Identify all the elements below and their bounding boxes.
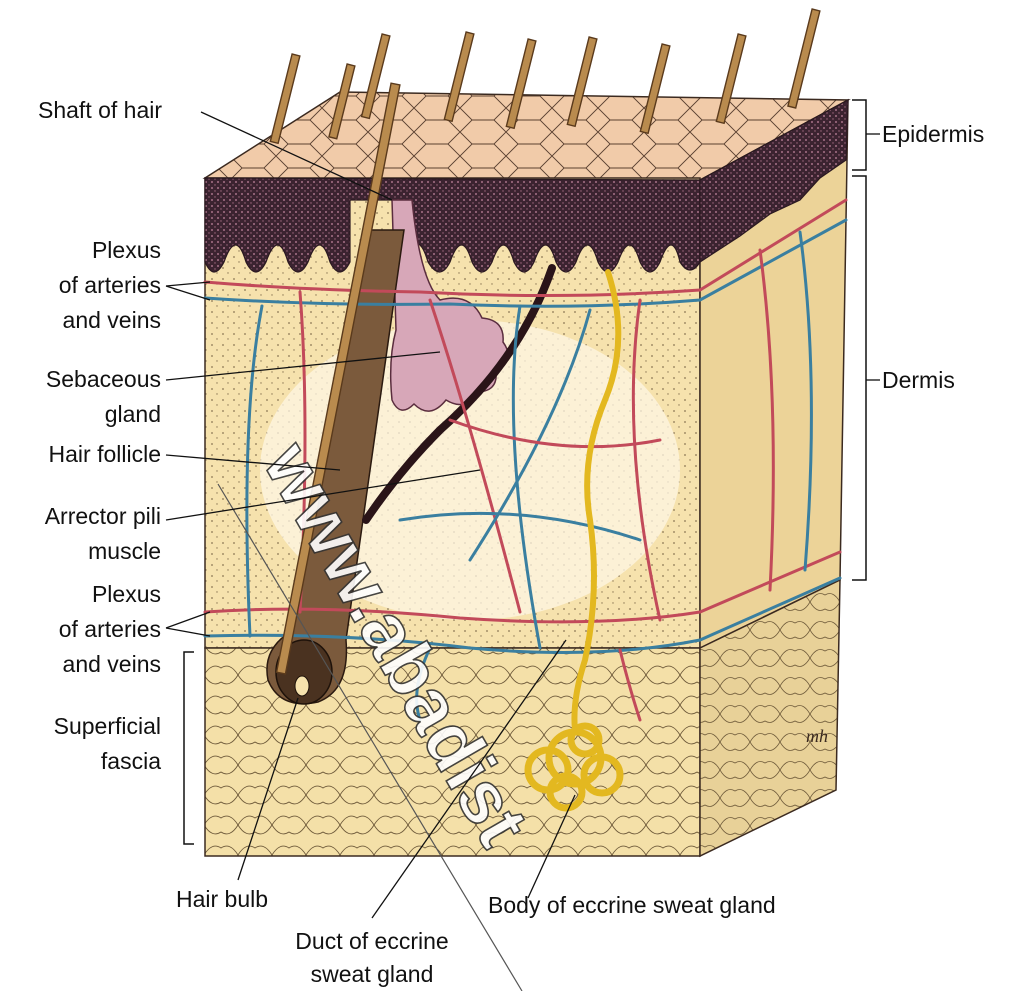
label-duct-eccrine-1: Duct of eccrine [295, 928, 448, 954]
label-shaft-of-hair: Shaft of hair [38, 97, 162, 123]
label-plexus-lower-3: and veins [63, 651, 161, 677]
epidermis-bracket [852, 100, 866, 170]
skin-block: mh [205, 9, 848, 856]
label-sebaceous-1: Sebaceous [46, 366, 161, 392]
label-dermis: Dermis [882, 367, 955, 393]
label-arrector-pili-2: muscle [88, 538, 161, 564]
label-plexus-upper-3: and veins [63, 307, 161, 333]
label-epidermis: Epidermis [882, 121, 984, 147]
label-hair-follicle: Hair follicle [49, 441, 161, 467]
label-plexus-upper-2: of arteries [59, 272, 161, 298]
label-plexus-lower-2: of arteries [59, 616, 161, 642]
label-plexus-lower-1: Plexus [92, 581, 161, 607]
label-hair-bulb: Hair bulb [176, 886, 268, 912]
artist-signature: mh [806, 726, 828, 746]
label-superficial-fascia-2: fascia [101, 748, 161, 774]
label-plexus-upper-1: Plexus [92, 237, 161, 263]
label-sebaceous-2: gland [105, 401, 161, 427]
fascia-bracket [184, 652, 194, 844]
label-superficial-fascia-1: Superficial [54, 713, 161, 739]
label-duct-eccrine-2: sweat gland [311, 961, 434, 987]
label-body-eccrine: Body of eccrine sweat gland [488, 892, 776, 918]
label-arrector-pili-1: Arrector pili [45, 503, 161, 529]
dermis-bracket [852, 176, 866, 580]
